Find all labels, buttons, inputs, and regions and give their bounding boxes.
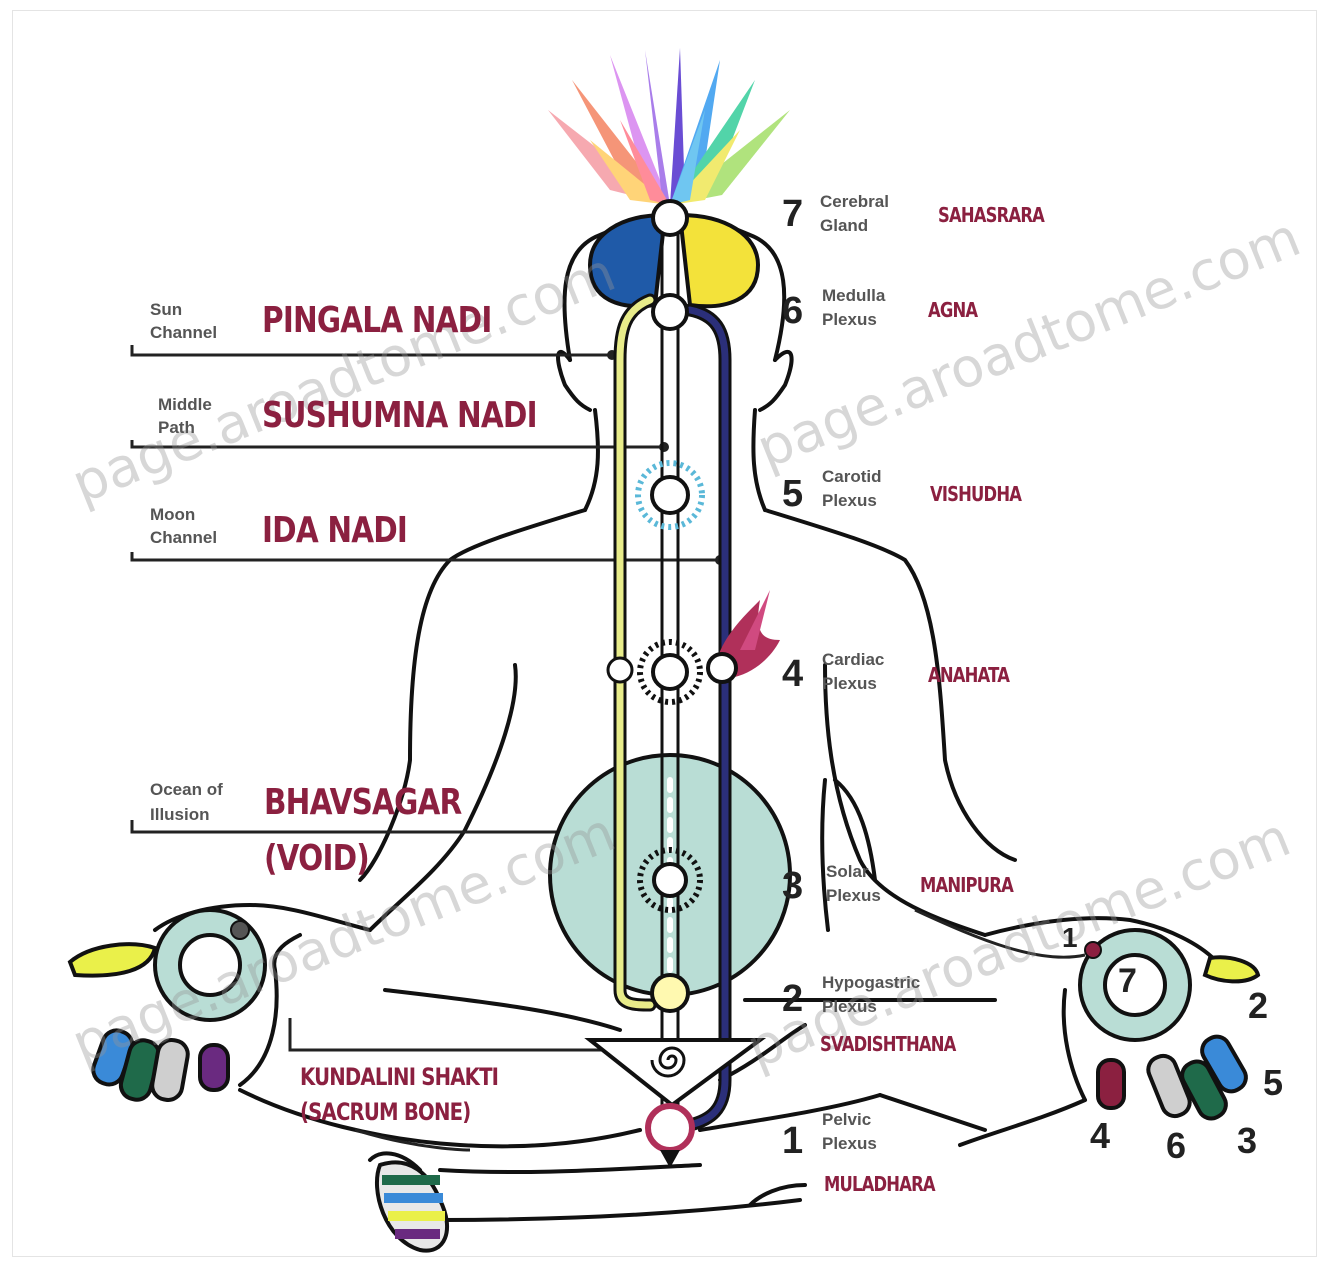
ida-nadi-label: IDA NADI	[262, 510, 407, 551]
sushumna-nadi-label: SUSHUMNA NADI	[262, 395, 537, 436]
chakra-3-number: 3	[782, 865, 803, 908]
crown-lotus-icon	[548, 48, 790, 205]
sahasrara-label: SAHASRARA	[938, 203, 1044, 227]
void-label: (VOID)	[264, 838, 369, 879]
chakra-6-number: 6	[782, 290, 803, 333]
pingala-nadi-label: PINGALA NADI	[262, 300, 492, 341]
vishudha-sun-icon	[638, 463, 702, 527]
chakra-3-plexus-2: Plexus	[826, 886, 881, 906]
chakra-5-plexus-2: Plexus	[822, 491, 877, 511]
chakra-4-plexus-2: Plexus	[822, 674, 877, 694]
kundalini-label-1: KUNDALINI SHAKTI	[300, 1063, 498, 1091]
chakra-6-plexus-2: Plexus	[822, 310, 877, 330]
chakra-1-plexus-1: Pelvic	[822, 1110, 871, 1130]
right-brain-hemisphere	[680, 215, 758, 306]
chakra-2-number: 2	[782, 978, 803, 1021]
chakra-7-plexus-1: Cerebral	[820, 192, 889, 212]
sushumna-caption-1: Middle	[158, 395, 212, 415]
finger-number-2: 2	[1248, 985, 1268, 1027]
sahasrara-node	[653, 201, 687, 235]
pingala-caption-2: Channel	[150, 323, 217, 343]
finger-number-6: 6	[1166, 1125, 1186, 1167]
pingala-caption-1: Sun	[150, 300, 182, 320]
vishudha-label: VISHUDHA	[930, 482, 1021, 506]
finger-number-4: 4	[1090, 1115, 1110, 1157]
chakra-5-number: 5	[782, 473, 803, 516]
chakra-6-plexus-1: Medulla	[822, 286, 885, 306]
chakra-5-plexus-1: Carotid	[822, 467, 882, 487]
chakra-7-plexus-2: Gland	[820, 216, 868, 236]
sushumna-caption-2: Path	[158, 418, 195, 438]
chakra-1-number: 1	[782, 1120, 803, 1163]
chakra-3-plexus-1: Solar	[826, 862, 869, 882]
foot-icon	[377, 1162, 447, 1250]
ocean-caption-2: Illusion	[150, 805, 210, 825]
agna-label: AGNA	[928, 298, 977, 322]
anahata-sun-icon	[640, 642, 700, 702]
ocean-caption-1: Ocean of	[150, 780, 223, 800]
bhavsagar-label: BHAVSAGAR	[264, 782, 461, 823]
chakra-1-plexus-2: Plexus	[822, 1134, 877, 1154]
manipura-label: MANIPURA	[920, 873, 1013, 897]
chakra-2-plexus-2: Plexus	[822, 997, 877, 1017]
chakra-7-number: 7	[782, 193, 803, 236]
svadishthana-node	[652, 975, 688, 1011]
kundalini-label-2: (SACRUM BONE)	[300, 1098, 470, 1126]
ida-caption-2: Channel	[150, 528, 217, 548]
muladhara-label: MULADHARA	[824, 1172, 935, 1196]
svadishthana-label: SVADISHTHANA	[820, 1032, 956, 1056]
right-hand-icon	[1080, 930, 1258, 1123]
muladhara-node	[648, 1106, 692, 1168]
finger-number-5: 5	[1263, 1062, 1283, 1104]
anahata-label: ANAHATA	[928, 663, 1009, 687]
chakra-4-plexus-1: Cardiac	[822, 650, 884, 670]
palm-center-number: 7	[1118, 962, 1137, 1001]
left-heart-node	[608, 658, 632, 682]
finger-number-1: 1	[1062, 922, 1078, 954]
agna-node	[653, 295, 687, 329]
chakra-4-number: 4	[782, 653, 803, 696]
finger-number-3: 3	[1237, 1120, 1257, 1162]
chakra-2-plexus-1: Hypogastric	[822, 973, 920, 993]
ida-caption-1: Moon	[150, 505, 195, 525]
